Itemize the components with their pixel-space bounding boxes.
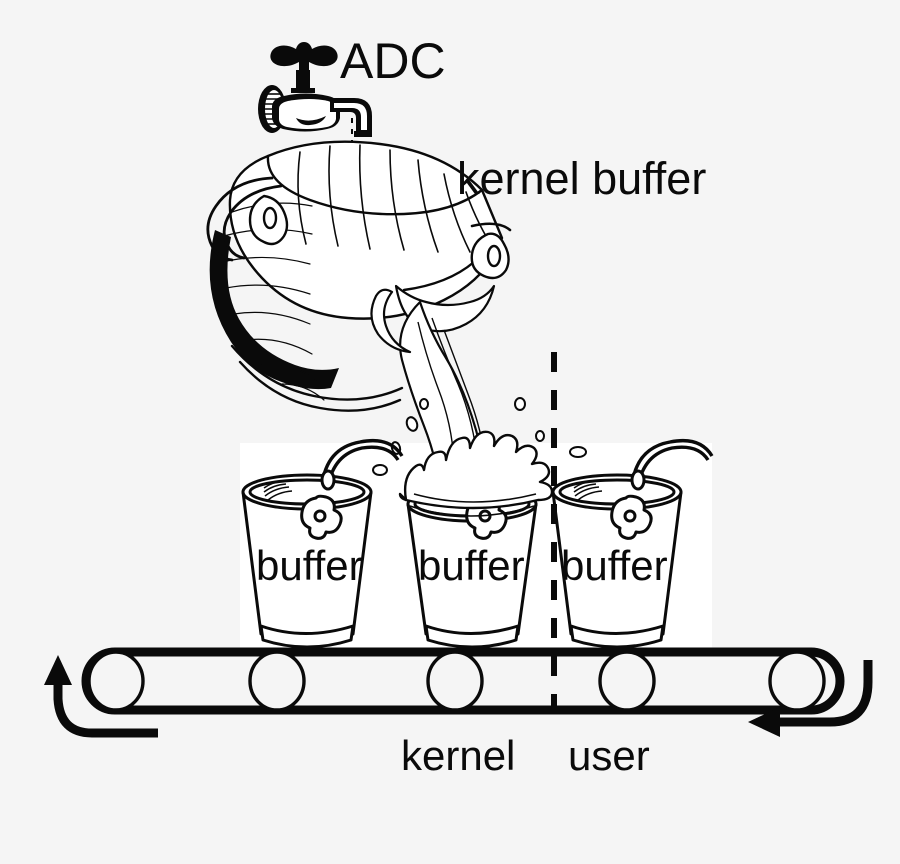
- water-splash-icon: [398, 430, 554, 517]
- bucket-left: [241, 438, 404, 649]
- faucet-icon: [258, 42, 372, 137]
- conveyor-belt-icon: [81, 647, 845, 715]
- conveyor-roller: [248, 650, 306, 712]
- buffer-label-right: buffer: [561, 542, 668, 589]
- water-droplets-icon: [372, 397, 587, 476]
- kernel-buffer-label: kernel buffer: [457, 153, 707, 204]
- conveyor-roller: [87, 650, 145, 712]
- conveyor-roller: [426, 650, 484, 712]
- conveyor-roller: [768, 650, 826, 712]
- buffer-label-middle: buffer: [418, 542, 525, 589]
- curved-arrow-up-left-icon: [44, 655, 158, 738]
- tilted-wooden-bucket-icon: [206, 140, 512, 412]
- buffer-label-left: buffer: [256, 542, 363, 589]
- adc-label: ADC: [340, 33, 446, 89]
- bucket-right: [551, 438, 714, 649]
- user-zone-label: user: [568, 732, 650, 779]
- conveyor-roller: [598, 650, 656, 712]
- curved-arrow-left-icon: [748, 660, 873, 737]
- kernel-zone-label: kernel: [401, 732, 516, 779]
